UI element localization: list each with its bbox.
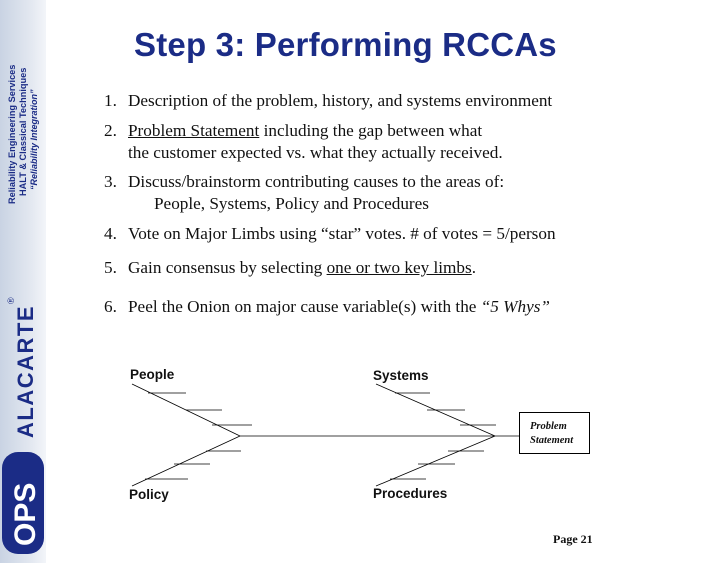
- fishbone-diagram: [100, 360, 620, 520]
- sidebar-band: Reliability Engineering Services HALT & …: [0, 0, 46, 563]
- item-number: 3.: [104, 172, 117, 191]
- item-number: 4.: [104, 224, 117, 243]
- ops-alacarte-logo: ALACARTE OPS ®: [0, 292, 46, 557]
- item-text: .: [471, 258, 476, 277]
- item-text: Peel the Onion on major cause variable(s…: [128, 297, 481, 316]
- item-text-underlined: Problem Statement: [128, 121, 260, 140]
- item-text-italic: “5 Whys”: [480, 297, 550, 316]
- step-list: 1. Description of the problem, history, a…: [104, 90, 714, 318]
- item-text: Discuss/brainstorm contributing causes t…: [128, 172, 505, 191]
- item-text-underlined: one or two key limbs: [326, 258, 472, 277]
- list-item-5: 5. Gain consensus by selecting one or two…: [104, 257, 714, 279]
- bone-procedures: [375, 435, 496, 487]
- list-item-6: 6. Peel the Onion on major cause variable…: [104, 296, 714, 318]
- item-number: 5.: [104, 258, 117, 277]
- company-tagline-svg: Reliability Engineering Services HALT & …: [7, 65, 39, 204]
- company-line-1: Reliability Engineering Services: [7, 65, 17, 204]
- problem-line-1: Problem: [530, 421, 567, 432]
- fishbone-lines: [131, 383, 519, 487]
- problem-line-2: Statement: [530, 435, 574, 446]
- list-item-3: 3. Discuss/brainstorm contributing causes…: [104, 171, 714, 215]
- category-procedures: Procedures: [373, 486, 448, 501]
- list-item-4: 4. Vote on Major Limbs using “star” votes…: [104, 223, 714, 245]
- list-item-2: 2. Problem Statement including the gap be…: [104, 120, 714, 164]
- bone-policy: [131, 435, 241, 487]
- item-number: 2.: [104, 121, 117, 140]
- logo-ops-backdrop: [2, 452, 44, 554]
- company-tagline: Reliability Engineering Services HALT & …: [2, 8, 44, 208]
- logo-svg: ALACARTE OPS ®: [2, 297, 44, 554]
- item-text: Vote on Major Limbs using “star” votes. …: [128, 224, 556, 243]
- company-line-2: HALT & Classical Techniques: [18, 68, 28, 196]
- item-text: Description of the problem, history, and…: [128, 91, 553, 110]
- company-line-3: “Reliability Integration”: [29, 89, 39, 190]
- item-continuation: the customer expected vs. what they actu…: [128, 143, 503, 162]
- item-number: 1.: [104, 91, 117, 110]
- item-continuation: People, Systems, Policy and Procedures: [154, 194, 429, 213]
- logo-registered-mark: ®: [6, 297, 16, 304]
- item-number: 6.: [104, 297, 117, 316]
- list-item-1: 1. Description of the problem, history, a…: [104, 90, 714, 112]
- category-people: People: [130, 367, 175, 382]
- item-text: including the gap between what: [259, 121, 483, 140]
- logo-ops-text: OPS: [9, 483, 42, 546]
- problem-statement-box: Problem Statement: [519, 412, 590, 454]
- page-number: Page 21: [553, 532, 593, 546]
- slide-title: Step 3: Performing RCCAs: [134, 26, 557, 63]
- category-policy: Policy: [129, 487, 169, 502]
- category-systems: Systems: [373, 368, 429, 383]
- item-text: Gain consensus by selecting: [128, 258, 327, 277]
- logo-alacarte-text: ALACARTE: [13, 305, 38, 438]
